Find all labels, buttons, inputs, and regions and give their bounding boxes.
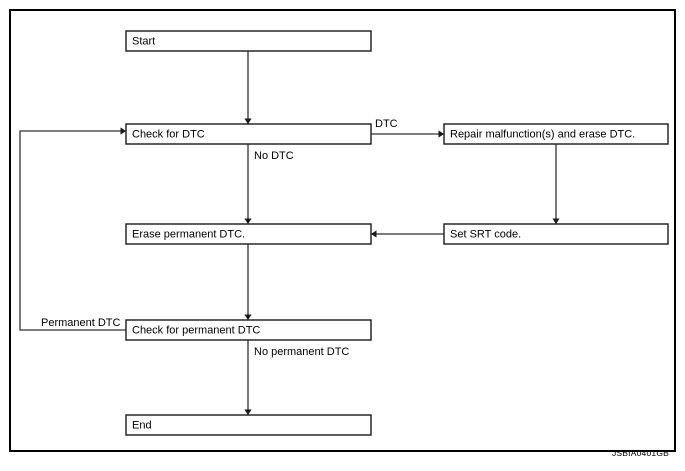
node-label-check_dtc: Check for DTC: [132, 128, 205, 140]
node-check_permanent: Check for permanent DTC: [125, 319, 372, 341]
edge-label-checkperm-feedback: Permanent DTC: [41, 317, 121, 329]
node-box: [125, 223, 372, 245]
node-end: End: [125, 414, 372, 436]
node-label-erase_permanent: Erase permanent DTC.: [132, 228, 245, 240]
edge-erase-to-checkperm: [244, 244, 252, 320]
node-box: [443, 123, 669, 145]
edge-checkperm-to-end: No permanent DTC: [244, 340, 349, 415]
arrow-head: [244, 409, 252, 415]
edge-start-to-check: [244, 51, 252, 124]
edge-path: [19, 130, 126, 331]
node-box: [125, 30, 372, 52]
arrow-head: [552, 218, 560, 224]
edge-label-check-to-repair: DTC: [375, 118, 398, 130]
arrow-head: [371, 230, 377, 238]
arrow-head: [438, 130, 444, 138]
node-repair: Repair malfunction(s) and erase DTC.: [443, 123, 669, 145]
edge-label-check-to-erase: No DTC: [254, 150, 294, 162]
node-box: [443, 223, 669, 245]
edge-repair-to-srt: [552, 144, 560, 224]
node-box: [125, 123, 372, 145]
edge-checkperm-feedback: Permanent DTC: [19, 127, 126, 331]
node-label-end: End: [132, 419, 152, 431]
node-box: [125, 414, 372, 436]
figure-id-label: JSBIA0401GB: [612, 448, 669, 458]
arrow-head: [244, 118, 252, 124]
node-start: Start: [125, 30, 372, 52]
edge-check-to-erase: No DTC: [244, 144, 294, 224]
node-label-check_permanent: Check for permanent DTC: [132, 324, 260, 336]
arrow-head: [244, 314, 252, 320]
node-label-set_srt: Set SRT code.: [450, 228, 521, 240]
figure-frame: [9, 9, 676, 452]
node-set_srt: Set SRT code.: [443, 223, 669, 245]
edges-layer: DTC No DTC No permanent DTC Permanent DTC: [19, 51, 560, 415]
edge-srt-to-erase: [371, 230, 444, 238]
node-check_dtc: Check for DTC: [125, 123, 372, 145]
node-label-start: Start: [132, 35, 155, 47]
edge-label-checkperm-to-end: No permanent DTC: [254, 346, 349, 358]
arrow-head: [244, 218, 252, 224]
edge-check-to-repair: DTC: [371, 118, 444, 138]
node-box: [125, 319, 372, 341]
node-label-repair: Repair malfunction(s) and erase DTC.: [450, 128, 635, 140]
arrow-head: [120, 127, 126, 135]
node-erase_permanent: Erase permanent DTC.: [125, 223, 372, 245]
